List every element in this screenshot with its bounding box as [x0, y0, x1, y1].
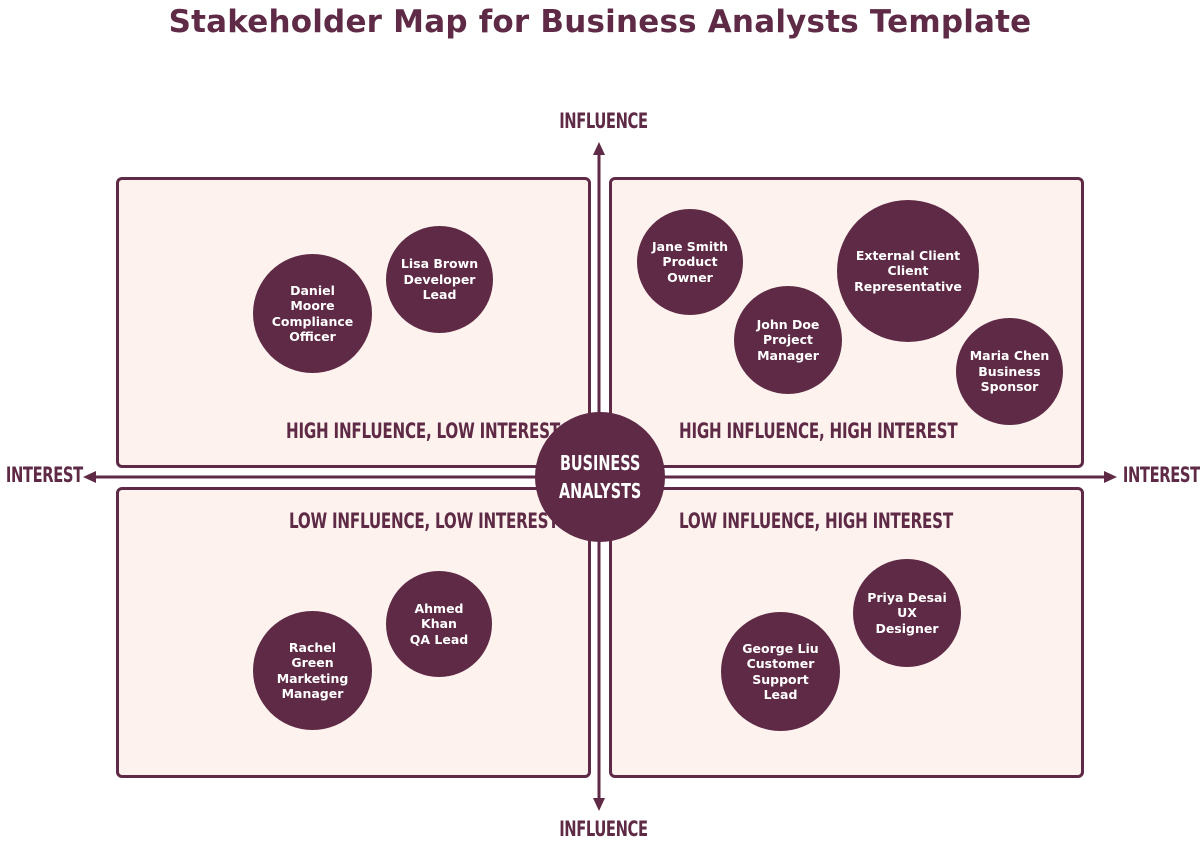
stakeholder-label: George Liu Customer Support Lead	[742, 640, 819, 703]
stakeholder-label: External Client Client Representative	[854, 247, 962, 294]
stakeholder-label: Maria Chen Business Sponsor	[969, 348, 1050, 395]
arrow-down-icon	[593, 798, 605, 811]
axis-label-right: INTEREST	[1122, 463, 1200, 487]
stakeholder-ahmed-khan: Ahmed Khan QA Lead	[386, 571, 492, 677]
stakeholder-label: Daniel Moore Compliance Officer	[271, 282, 354, 345]
stakeholder-daniel-moore: Daniel Moore Compliance Officer	[253, 254, 372, 373]
stakeholder-label: Priya Desai UX Designer	[867, 589, 947, 636]
axis-label-top: INFLUENCE	[559, 109, 648, 133]
stakeholder-jane-smith: Jane Smith Product Owner	[637, 209, 743, 315]
stakeholder-label: Lisa Brown Developer Lead	[400, 256, 479, 303]
quadrant-label-top-right: HIGH INFLUENCE, HIGH INTEREST	[679, 419, 958, 443]
stakeholder-john-doe: John Doe Project Manager	[734, 286, 842, 394]
stakeholder-lisa-brown: Lisa Brown Developer Lead	[386, 226, 493, 333]
stakeholder-label: John Doe Project Manager	[756, 316, 820, 363]
arrow-right-icon	[1104, 471, 1117, 483]
stakeholder-label: Rachel Green Marketing Manager	[276, 639, 349, 702]
quadrant-label-bottom-left: LOW INFLUENCE, LOW INTEREST	[289, 509, 559, 533]
stakeholder-george-liu: George Liu Customer Support Lead	[721, 612, 840, 731]
center-label: BUSINESS ANALYSTS	[558, 451, 642, 503]
quadrant-label-bottom-right: LOW INFLUENCE, HIGH INTEREST	[679, 509, 953, 533]
stakeholder-external-client: External Client Client Representative	[837, 200, 979, 342]
arrow-left-icon	[83, 471, 96, 483]
quadrant-label-top-left: HIGH INFLUENCE, LOW INTEREST	[286, 419, 560, 443]
stakeholder-priya-desai: Priya Desai UX Designer	[853, 559, 961, 667]
stakeholder-label: Jane Smith Product Owner	[651, 238, 728, 285]
stakeholder-maria-chen: Maria Chen Business Sponsor	[956, 318, 1063, 425]
stakeholder-label: Ahmed Khan QA Lead	[409, 600, 469, 647]
page-title: Stakeholder Map for Business Analysts Te…	[168, 4, 1032, 40]
center-node-business-analysts: BUSINESS ANALYSTS	[535, 412, 665, 542]
quadrant-bottom-right	[609, 487, 1084, 778]
axis-label-bottom: INFLUENCE	[559, 817, 648, 841]
arrow-up-icon	[593, 142, 605, 155]
axis-label-left: INTEREST	[5, 463, 83, 487]
stakeholder-rachel-green: Rachel Green Marketing Manager	[253, 611, 372, 730]
